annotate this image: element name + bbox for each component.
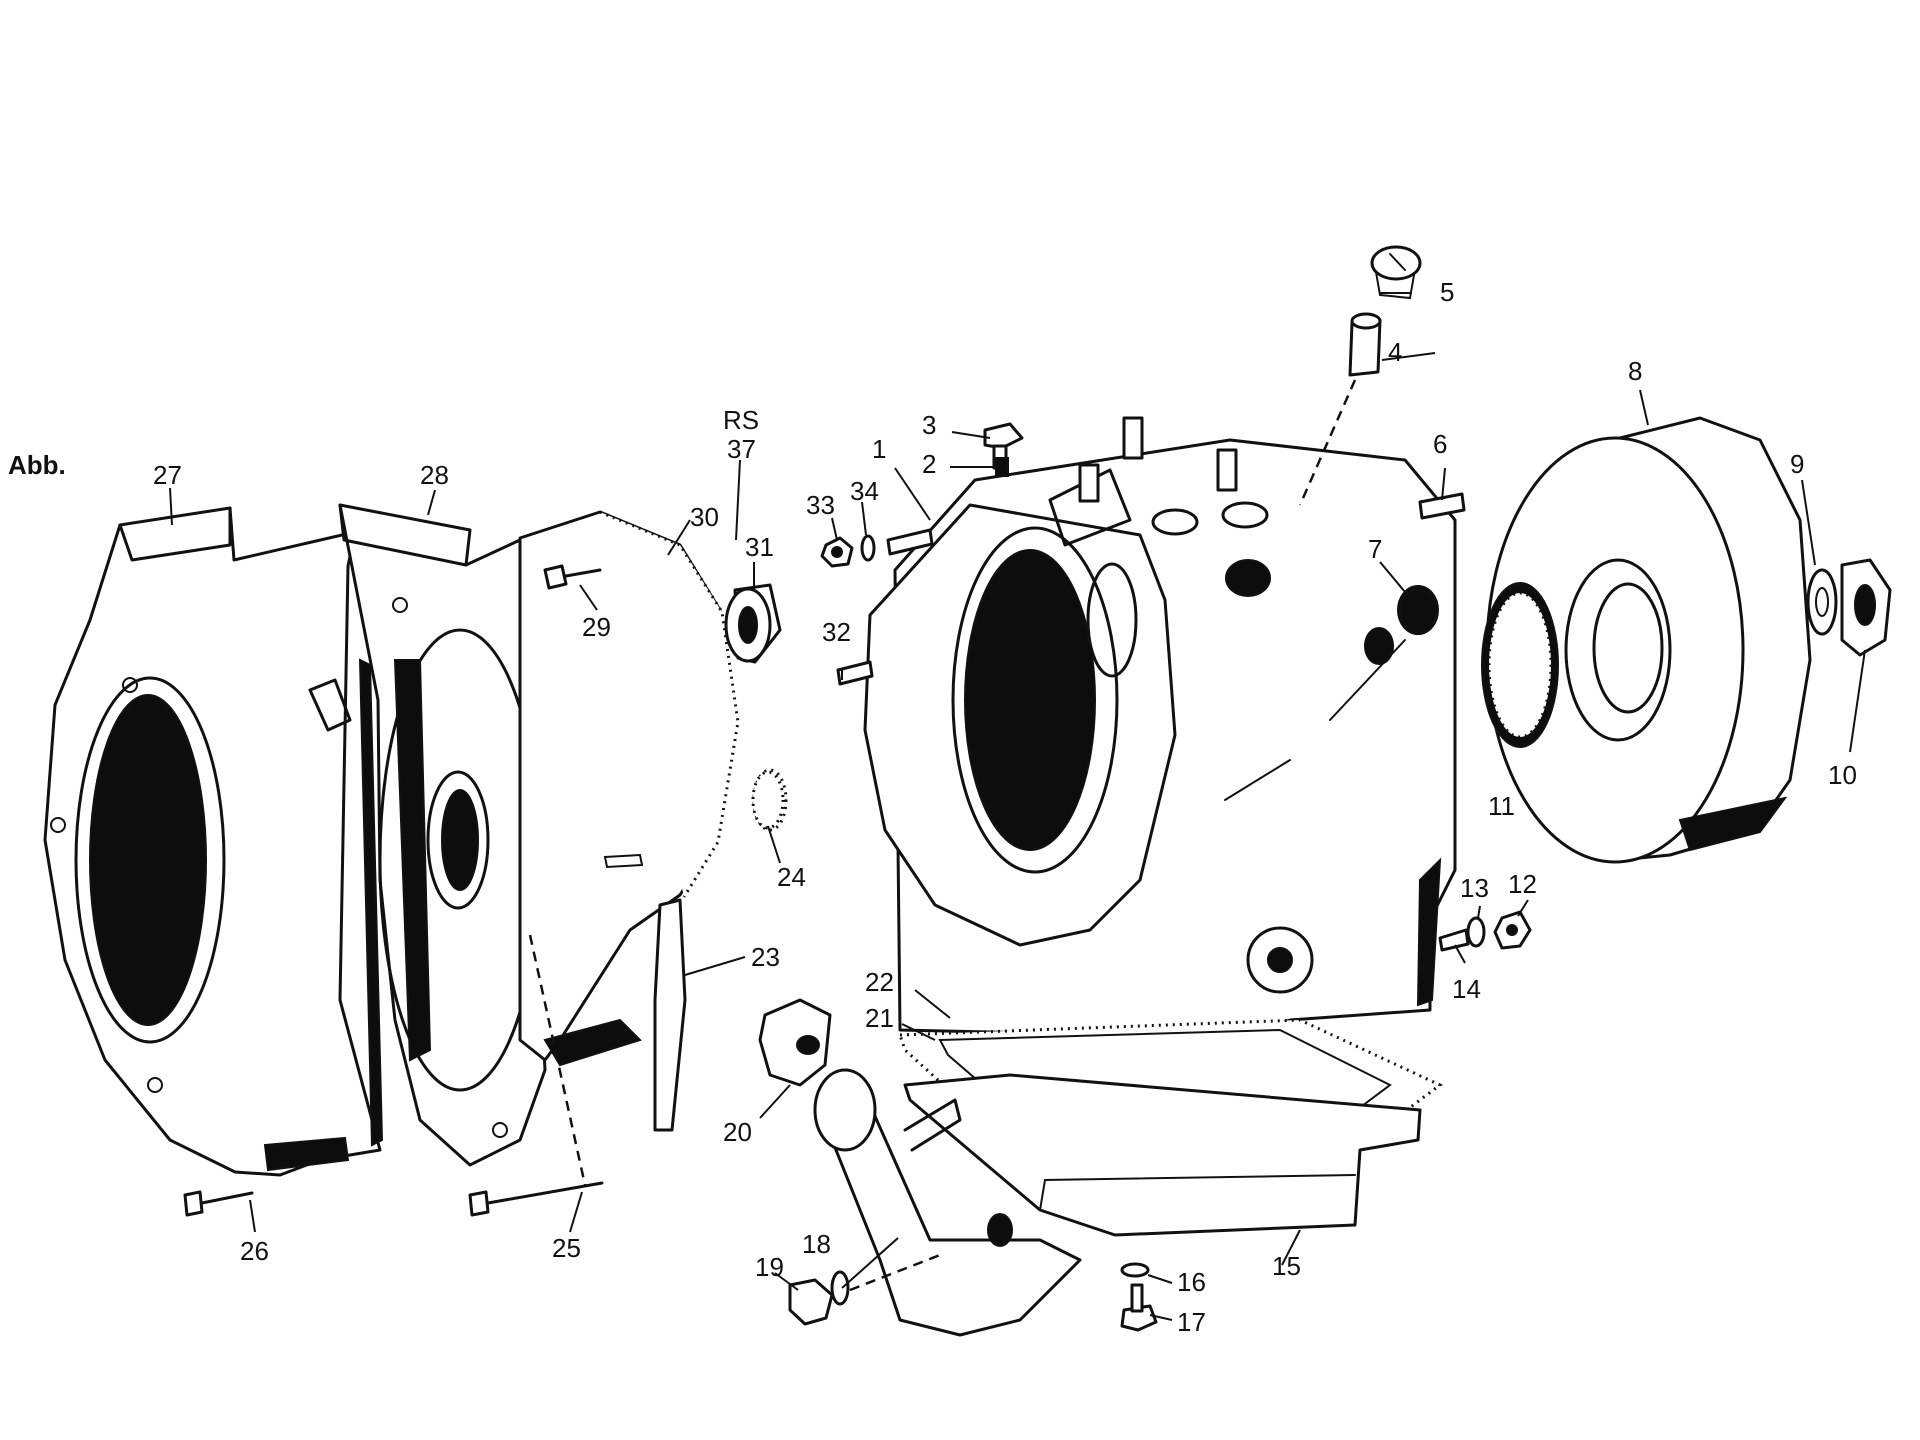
label-2: 2 <box>922 449 936 479</box>
drain-plug-19 <box>788 1278 834 1326</box>
label-32: 32 <box>822 617 851 647</box>
bolt-25 <box>468 1181 604 1217</box>
label-31: 31 <box>745 532 774 562</box>
stud-14 <box>1438 928 1470 952</box>
label-23: 23 <box>751 942 780 972</box>
label-22: 22 <box>865 967 894 997</box>
assembly-line-filler <box>1298 379 1357 506</box>
plug-7 <box>1399 589 1437 635</box>
label-14: 14 <box>1452 974 1481 1004</box>
crankcase-studs <box>1078 416 1238 503</box>
label-7: 7 <box>1368 534 1382 564</box>
label-6: 6 <box>1433 429 1447 459</box>
main-crankcase <box>863 438 1457 1042</box>
oil-filler-tube <box>1348 312 1382 377</box>
assembly-line-25 <box>528 934 587 1186</box>
washer-34 <box>860 534 876 562</box>
label-24: 24 <box>777 862 806 892</box>
hex-nut-10 <box>1840 558 1892 657</box>
washer-18 <box>830 1270 850 1306</box>
label-13: 13 <box>1460 873 1489 903</box>
nut-33 <box>820 536 854 568</box>
bolt-26 <box>183 1190 254 1217</box>
washer-9 <box>1806 568 1838 636</box>
label-11: 11 <box>1488 791 1515 821</box>
label-17: 17 <box>1177 1307 1206 1337</box>
label-27: 27 <box>153 460 182 490</box>
shaft-seal-ring <box>1481 582 1559 748</box>
oil-pan <box>903 1073 1422 1237</box>
stud-2 <box>995 457 1009 477</box>
label-rs: RS <box>723 405 759 435</box>
label-20: 20 <box>723 1117 752 1147</box>
label-37: 37 <box>727 434 756 464</box>
label-10: 10 <box>1828 760 1857 790</box>
label-18: 18 <box>802 1229 831 1259</box>
label-21: 21 <box>865 1003 894 1033</box>
leader-lines <box>169 292 1866 1321</box>
label-26: 26 <box>240 1236 269 1266</box>
oil-filler-plug <box>1370 245 1422 300</box>
label-19: 19 <box>755 1252 784 1282</box>
label-30: 30 <box>690 502 719 532</box>
rear-cover <box>518 510 788 1067</box>
label-33: 33 <box>806 490 835 520</box>
washer-16 <box>1120 1262 1150 1278</box>
label-3: 3 <box>922 410 936 440</box>
screw-17 <box>1120 1283 1158 1332</box>
label-25: 25 <box>552 1233 581 1263</box>
figure-label: Abb. <box>8 450 66 480</box>
label-16: 16 <box>1177 1267 1206 1297</box>
label-12: 12 <box>1508 869 1537 899</box>
label-29: 29 <box>582 612 611 642</box>
label-1: 1 <box>872 434 886 464</box>
bushing-31 <box>724 583 782 664</box>
oil-dipstick-pipe <box>758 998 1082 1337</box>
stud-32 <box>836 660 874 686</box>
washer-13 <box>1466 916 1486 948</box>
label-8: 8 <box>1628 356 1642 386</box>
label-5: 5 <box>1440 277 1454 307</box>
nut-12 <box>1493 910 1532 950</box>
label-4: 4 <box>1388 337 1402 367</box>
bolt-29 <box>543 564 602 590</box>
gasket-24 <box>751 770 785 830</box>
label-9: 9 <box>1790 449 1804 479</box>
fan-shroud-housing <box>43 506 384 1177</box>
label-28: 28 <box>420 460 449 490</box>
stud-1-bolts <box>886 528 934 556</box>
breather-hose <box>653 898 687 1132</box>
label-34: 34 <box>850 476 879 506</box>
label-15: 15 <box>1272 1251 1301 1281</box>
flywheel <box>1485 416 1812 864</box>
stud-6 <box>1418 492 1466 520</box>
intermediate-housing <box>308 503 547 1167</box>
